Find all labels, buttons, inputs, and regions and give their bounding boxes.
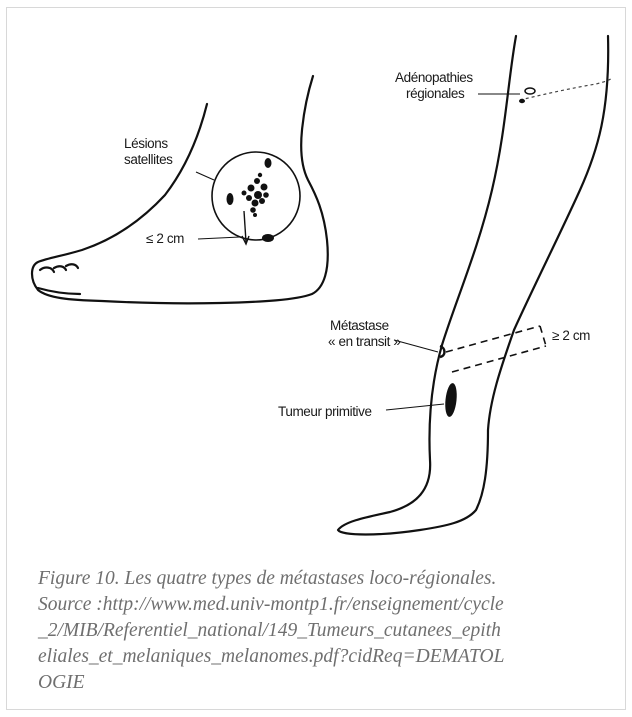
- label-lesions-2: satellites: [124, 152, 173, 167]
- caption-line: _2/MIB/Referentiel_national/149_Tumeurs_…: [38, 618, 618, 644]
- leg-drawing: [338, 36, 608, 535]
- adenopathies: [519, 78, 612, 103]
- lesions-leader: [196, 172, 214, 180]
- metastase-leader: [394, 340, 438, 352]
- label-adenopathies-2: régionales: [406, 86, 465, 101]
- illustration: Lésions satellites ≤ 2 cm Adénopathies r…: [0, 0, 632, 560]
- label-metastase-2: « en transit »: [328, 334, 400, 349]
- caption-line: eliales_et_melaniques_melanomes.pdf?cidR…: [38, 644, 618, 670]
- caption-line: Figure 10. Les quatre types de métastase…: [38, 566, 618, 592]
- figure-caption: Figure 10. Les quatre types de métastase…: [38, 566, 618, 696]
- label-tumeur: Tumeur primitive: [278, 404, 372, 419]
- label-distance-large: ≥ 2 cm: [552, 328, 590, 343]
- label-adenopathies-1: Adénopathies: [395, 70, 473, 85]
- label-metastase-1: Métastase: [330, 318, 389, 333]
- label-distance-small: ≤ 2 cm: [146, 231, 184, 246]
- caption-line: Source :http://www.med.univ-montp1.fr/en…: [38, 592, 618, 618]
- tumeur-leader: [386, 404, 444, 410]
- distance-small-leader: [198, 237, 240, 239]
- foot-drawing: [32, 76, 328, 303]
- label-lesions-1: Lésions: [124, 136, 168, 151]
- distance-band: [446, 326, 546, 372]
- caption-line: OGIE: [38, 670, 618, 696]
- primary-tumor: [444, 383, 458, 418]
- satellite-lesions: [212, 152, 300, 244]
